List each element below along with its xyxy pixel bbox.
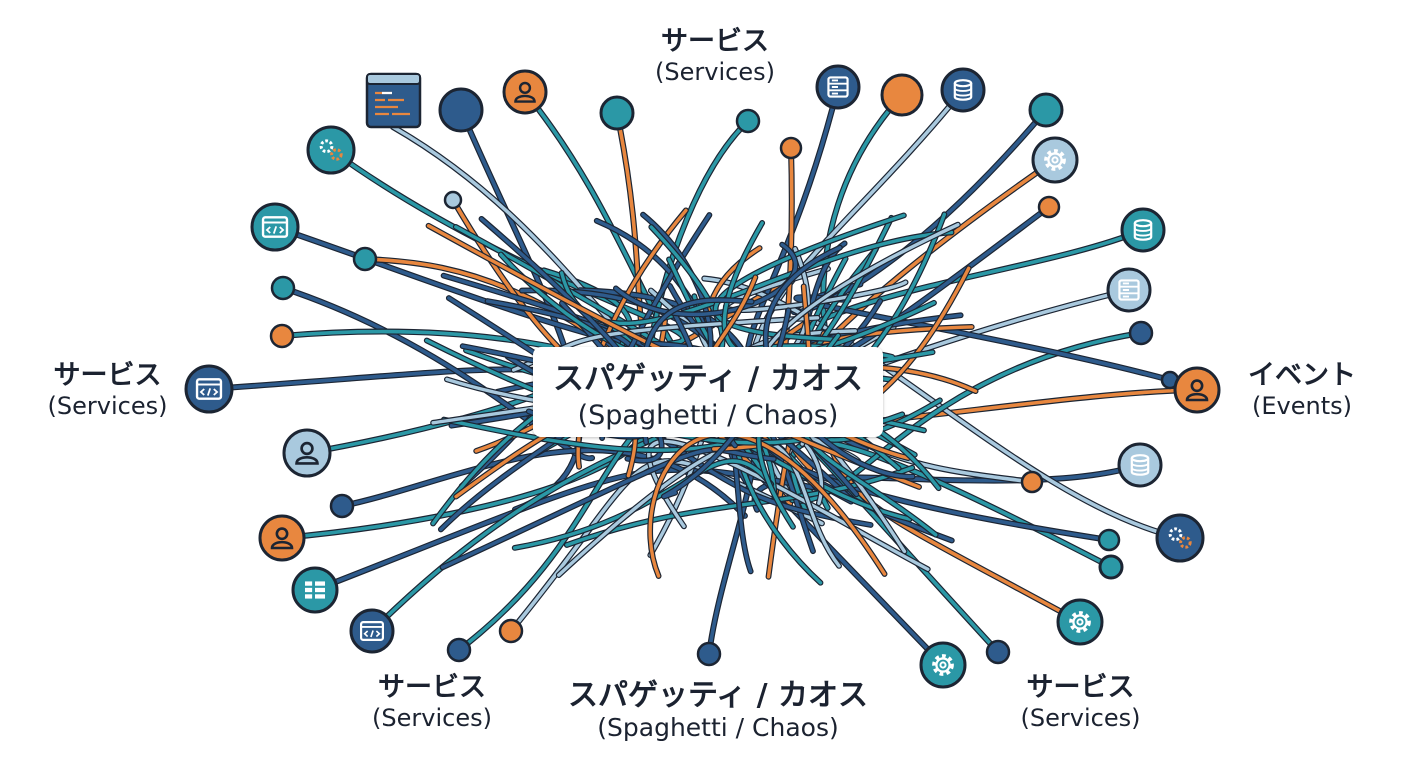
node-layer [184, 64, 1221, 689]
user-node-orange-left [258, 514, 306, 562]
label-jp: サービス [378, 672, 486, 703]
service-node-navy [438, 87, 484, 133]
endpoint-dot [985, 639, 1011, 665]
endpoint-dot [269, 323, 295, 349]
label-en: (Spaghetti / Chaos) [597, 713, 839, 743]
endpoint-dot [735, 108, 761, 134]
code-window-node [250, 202, 300, 252]
endpoint-dot [1097, 528, 1121, 552]
label-left-services: サービス (Services) [30, 360, 185, 420]
endpoint-dot [329, 493, 355, 519]
server-rack-node-light [1106, 267, 1152, 313]
label-jp: イベント [1248, 360, 1356, 391]
label-right-events: イベント (Events) [1232, 360, 1372, 420]
label-bottom-left-services: サービス (Services) [352, 672, 512, 732]
label-jp: サービス [53, 360, 162, 391]
endpoint-dot [1020, 470, 1044, 494]
settings-gear-node-bottom-right [1056, 598, 1104, 646]
label-en: (Events) [1252, 391, 1352, 420]
code-window-node-bottom [349, 608, 395, 654]
label-en: (Services) [655, 57, 775, 86]
server-rack-node [815, 64, 861, 110]
settings-gear-node [1031, 136, 1079, 184]
label-top-services: サービス (Services) [630, 26, 800, 86]
center-label-en: (Spaghetti / Chaos) [577, 400, 839, 431]
service-node-orange [880, 73, 924, 117]
gears-node-right [1155, 513, 1205, 563]
user-node-event [1173, 366, 1221, 414]
label-en: (Services) [372, 703, 492, 732]
label-bottom-chaos: スパゲッティ / カオス (Spaghetti / Chaos) [538, 678, 898, 743]
endpoint-dot [1098, 554, 1124, 580]
user-node-orange [502, 69, 548, 115]
endpoint-dot [443, 190, 463, 210]
endpoint-dot [779, 136, 803, 160]
endpoint-dot [1037, 195, 1061, 219]
code-window-node-left [184, 364, 234, 414]
database-node-teal [1120, 207, 1166, 253]
gears-node [306, 125, 356, 175]
endpoint-dot [498, 618, 524, 644]
endpoint-dot [696, 641, 722, 667]
endpoint-dot [446, 637, 472, 663]
center-chaos-label: スパゲッティ / カオス (Spaghetti / Chaos) [533, 347, 883, 437]
database-node-light [1117, 442, 1163, 488]
label-jp: スパゲッティ / カオス [567, 678, 869, 713]
endpoint-dot [352, 246, 378, 272]
service-node-teal-small [1028, 92, 1064, 128]
label-bottom-right-services: サービス (Services) [998, 672, 1163, 732]
cable [440, 447, 776, 570]
endpoint-dot [1128, 320, 1154, 346]
cable [614, 242, 798, 317]
service-node-teal [599, 95, 635, 131]
label-en: (Services) [47, 391, 168, 420]
database-node-navy [940, 67, 986, 113]
cable [648, 432, 887, 578]
list-node [291, 566, 339, 614]
cable [702, 276, 1182, 540]
user-node-light [282, 428, 332, 478]
label-jp: サービス [1026, 672, 1135, 703]
settings-gear-node-bottom [919, 641, 967, 689]
label-jp: サービス [661, 26, 769, 57]
endpoint-dot [270, 275, 296, 301]
center-label-jp: スパゲッティ / カオス [552, 361, 864, 397]
label-en: (Services) [1020, 703, 1141, 732]
code-editor-window-icon [365, 72, 422, 129]
